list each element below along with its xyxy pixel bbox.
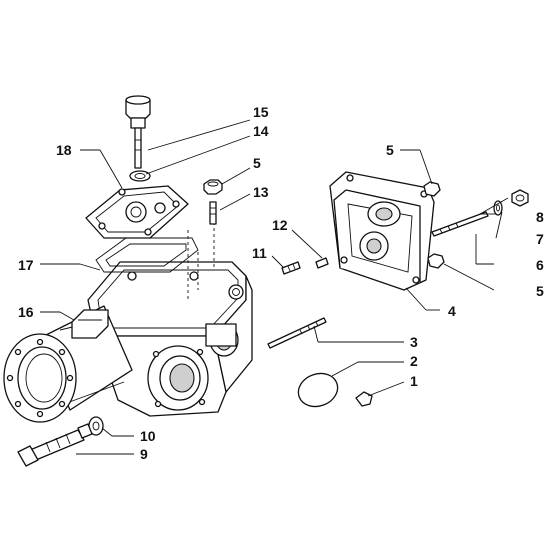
callout-12: 12 bbox=[272, 217, 288, 233]
callout-2: 2 bbox=[410, 353, 418, 369]
callout-17: 17 bbox=[18, 257, 34, 273]
callout-15: 15 bbox=[253, 104, 269, 120]
callout-14: 14 bbox=[253, 123, 269, 139]
hose-9 bbox=[17, 423, 93, 467]
cover-plate-2 bbox=[297, 372, 339, 408]
bolt-1 bbox=[355, 391, 373, 407]
stud-13 bbox=[209, 201, 217, 225]
washer-14 bbox=[129, 170, 151, 182]
port-cover-16 bbox=[71, 309, 109, 339]
callout-5-right-bottom: 5 bbox=[536, 283, 544, 299]
callout-5-top: 5 bbox=[253, 155, 261, 171]
callout-9: 9 bbox=[140, 446, 148, 462]
callout-4: 4 bbox=[448, 303, 456, 319]
callout-18: 18 bbox=[56, 142, 72, 158]
stud-3 bbox=[267, 317, 327, 349]
top-cover-18 bbox=[85, 185, 189, 239]
flange-bolt-holes bbox=[6, 338, 74, 418]
callout-6: 6 bbox=[536, 257, 544, 273]
callout-1: 1 bbox=[410, 373, 418, 389]
callout-5-right-top: 5 bbox=[386, 142, 394, 158]
pin-12 bbox=[315, 257, 329, 269]
stud-11 bbox=[281, 261, 301, 275]
callout-10: 10 bbox=[140, 428, 156, 444]
nut-8 bbox=[511, 189, 529, 207]
gearbox-housing bbox=[87, 261, 253, 417]
nut-5-top bbox=[203, 179, 223, 195]
callout-3: 3 bbox=[410, 334, 418, 350]
callout-8: 8 bbox=[536, 209, 544, 225]
breather-15 bbox=[125, 95, 151, 169]
nut-5-right-top bbox=[423, 181, 441, 197]
stud-6 bbox=[431, 211, 489, 237]
callout-11: 11 bbox=[252, 245, 267, 261]
leader-lines bbox=[40, 119, 509, 455]
callout-7: 7 bbox=[536, 231, 544, 247]
washer-7 bbox=[493, 200, 503, 216]
nut-5-right-bottom bbox=[427, 253, 445, 269]
side-cover-4 bbox=[329, 171, 435, 291]
callout-16: 16 bbox=[18, 304, 34, 320]
callout-13: 13 bbox=[253, 184, 269, 200]
callout-labels: 15 14 18 5 13 5 8 7 6 5 4 12 11 17 16 3 … bbox=[18, 104, 544, 462]
